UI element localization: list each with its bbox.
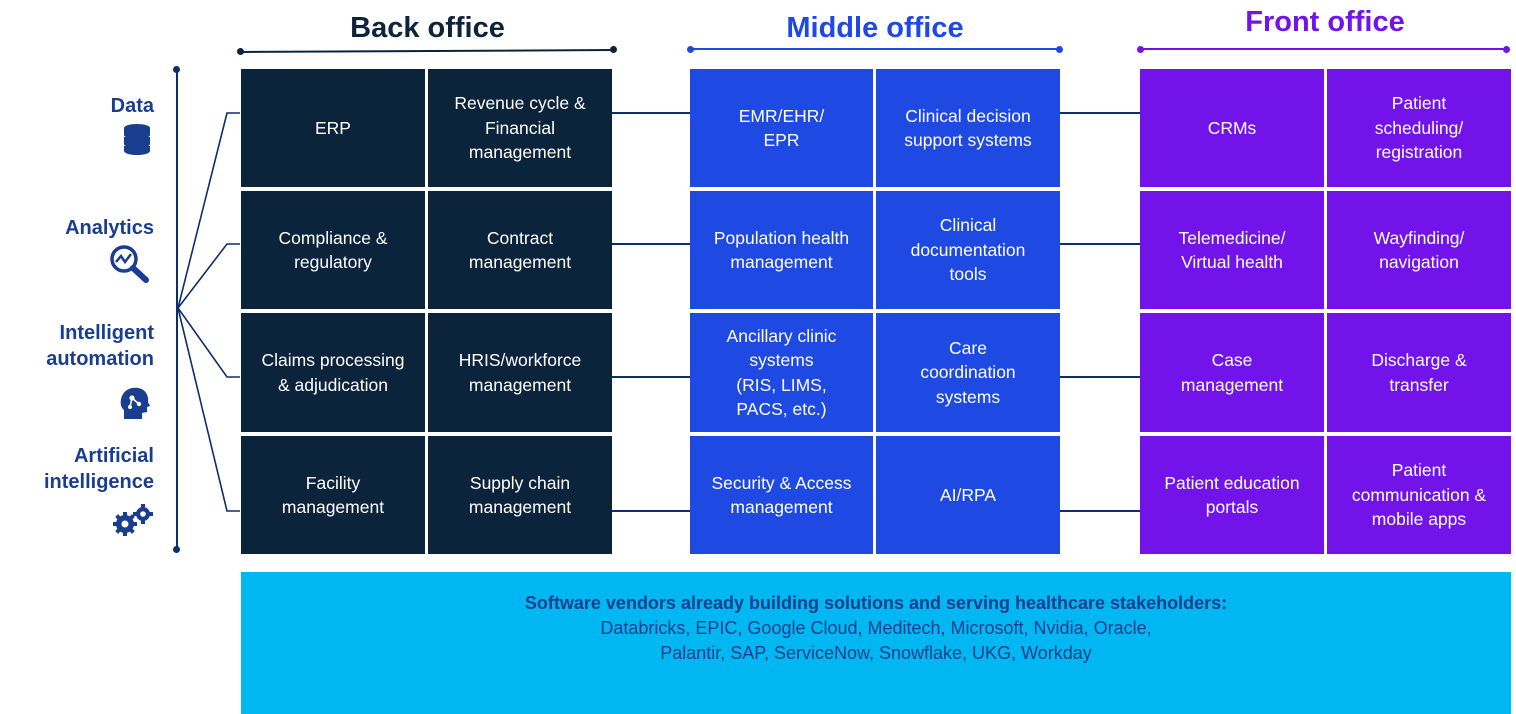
- cell-label: HRIS/workforce management: [458, 350, 582, 395]
- front-office-cell: Case management: [1140, 313, 1324, 432]
- cell-label: ERP: [315, 117, 351, 138]
- middle-office-cell: Population health management: [690, 191, 873, 309]
- front-office-header: Front office: [1245, 6, 1405, 38]
- cell-label: Revenue cycle & Financial management: [454, 93, 586, 163]
- cell-label: Supply chain management: [468, 472, 572, 518]
- cell-label: Case management: [1180, 350, 1284, 395]
- middle-office-cell: Clinical documentation tools: [876, 191, 1060, 309]
- capability-intelligent-automation-label: Intelligent automation: [46, 322, 154, 371]
- middle-office-cell: Clinical decision support systems: [876, 69, 1060, 187]
- middle-office-header-bar: [691, 48, 1059, 50]
- front-office-cell: CRMs: [1140, 69, 1324, 187]
- front-office-header-bar: [1141, 48, 1507, 50]
- row-2-link-back-middle: [612, 243, 690, 245]
- analytics-magnifier-icon: [108, 243, 152, 288]
- cell-label: Care coordination systems: [920, 337, 1016, 407]
- cell-label: Clinical decision support systems: [904, 105, 1032, 151]
- front-office-cell: Patient communication & mobile apps: [1327, 436, 1511, 554]
- cell-label: Contract management: [468, 227, 572, 273]
- middle-office-cell: AI/RPA: [876, 436, 1060, 554]
- back-office-cell: Compliance & regulatory: [241, 191, 425, 309]
- front-office-cell: Telemedicine/ Virtual health: [1140, 191, 1324, 309]
- cell-label: CRMs: [1207, 117, 1257, 138]
- middle-office-bar-dot-right: [1056, 46, 1063, 53]
- middle-office-cell: Security & Access management: [690, 436, 873, 554]
- capability-data: Data: [0, 93, 154, 119]
- back-office-bar-dot-left: [237, 48, 244, 55]
- cell-label: Telemedicine/ Virtual health: [1178, 227, 1286, 273]
- row-2-link-middle-front: [1060, 243, 1140, 245]
- vendor-band-title: Software vendors already building soluti…: [524, 593, 1228, 613]
- capability-analytics: Analytics: [0, 215, 154, 241]
- row-3-link-middle-front: [1060, 376, 1140, 378]
- back-office-cell: Claims processing & adjudication: [241, 313, 425, 432]
- back-office-cell: Revenue cycle & Financial management: [428, 69, 612, 187]
- fan-line-row-3: [177, 307, 240, 378]
- back-office-cell: ERP: [241, 69, 425, 187]
- row-1-link-middle-front: [1060, 112, 1140, 114]
- back-office-cell: HRIS/workforce management: [428, 313, 612, 432]
- middle-office-header: Middle office: [786, 12, 964, 44]
- database-icon: [120, 122, 154, 161]
- cell-label: Wayfinding/ navigation: [1373, 227, 1465, 273]
- row-1-link-back-middle: [612, 112, 690, 114]
- vendor-band-list: Databricks, EPIC, Google Cloud, Meditech…: [600, 618, 1152, 664]
- cell-label: Patient education portals: [1164, 472, 1300, 518]
- capability-spine: [176, 70, 178, 550]
- cell-label: Patient scheduling/ registration: [1374, 93, 1464, 163]
- back-office-cell: Facility management: [241, 436, 425, 554]
- cell-label: AI/RPA: [939, 484, 997, 505]
- cell-label: Security & Access management: [711, 472, 852, 518]
- gears-icon: [112, 503, 154, 542]
- fan-line-row-1: [177, 112, 240, 309]
- capability-spine-bottom-dot: [173, 546, 180, 553]
- capability-spine-top-dot: [173, 66, 180, 73]
- cell-label: Discharge & transfer: [1371, 350, 1467, 395]
- capability-intelligent-automation: Intelligent automation: [0, 320, 154, 373]
- middle-office-cell: EMR/EHR/ EPR: [690, 69, 873, 187]
- row-4-link-middle-front: [1060, 510, 1140, 512]
- back-office-bar-dot-right: [610, 46, 617, 53]
- row-4-link-back-middle: [612, 510, 690, 512]
- cell-label: Compliance & regulatory: [278, 227, 388, 273]
- cell-label: Claims processing & adjudication: [261, 350, 405, 395]
- fan-line-row-4: [177, 307, 240, 512]
- capability-artificial-intelligence: Artificial intelligence: [0, 443, 154, 496]
- middle-office-cell: Ancillary clinic systems (RIS, LIMS, PAC…: [690, 313, 873, 432]
- front-office-bar-dot-left: [1137, 46, 1144, 53]
- cell-label: EMR/EHR/ EPR: [738, 105, 825, 151]
- middle-office-cell: Care coordination systems: [876, 313, 1060, 432]
- robot-head-icon: [118, 386, 152, 427]
- capability-artificial-intelligence-label: Artificial intelligence: [43, 445, 154, 494]
- front-office-bar-dot-right: [1503, 46, 1510, 53]
- cell-label: Facility management: [281, 472, 385, 518]
- cell-label: Population health management: [713, 227, 850, 273]
- cell-label: Ancillary clinic systems (RIS, LIMS, PAC…: [726, 325, 837, 420]
- cell-label: Patient communication & mobile apps: [1351, 460, 1487, 530]
- front-office-cell: Wayfinding/ navigation: [1327, 191, 1511, 309]
- capability-analytics-label: Analytics: [65, 217, 154, 239]
- back-office-header: Back office: [350, 12, 505, 44]
- back-office-cell: Supply chain management: [428, 436, 612, 554]
- cell-label: Clinical documentation tools: [910, 215, 1026, 285]
- back-office-cell: Contract management: [428, 191, 612, 309]
- row-3-link-back-middle: [612, 376, 690, 378]
- vendor-band: Software vendors already building soluti…: [241, 572, 1511, 714]
- fan-line-row-2: [177, 243, 240, 309]
- front-office-cell: Patient education portals: [1140, 436, 1324, 554]
- middle-office-bar-dot-left: [687, 46, 694, 53]
- front-office-cell: Discharge & transfer: [1327, 313, 1511, 432]
- capability-data-label: Data: [110, 95, 154, 117]
- front-office-cell: Patient scheduling/ registration: [1327, 69, 1511, 187]
